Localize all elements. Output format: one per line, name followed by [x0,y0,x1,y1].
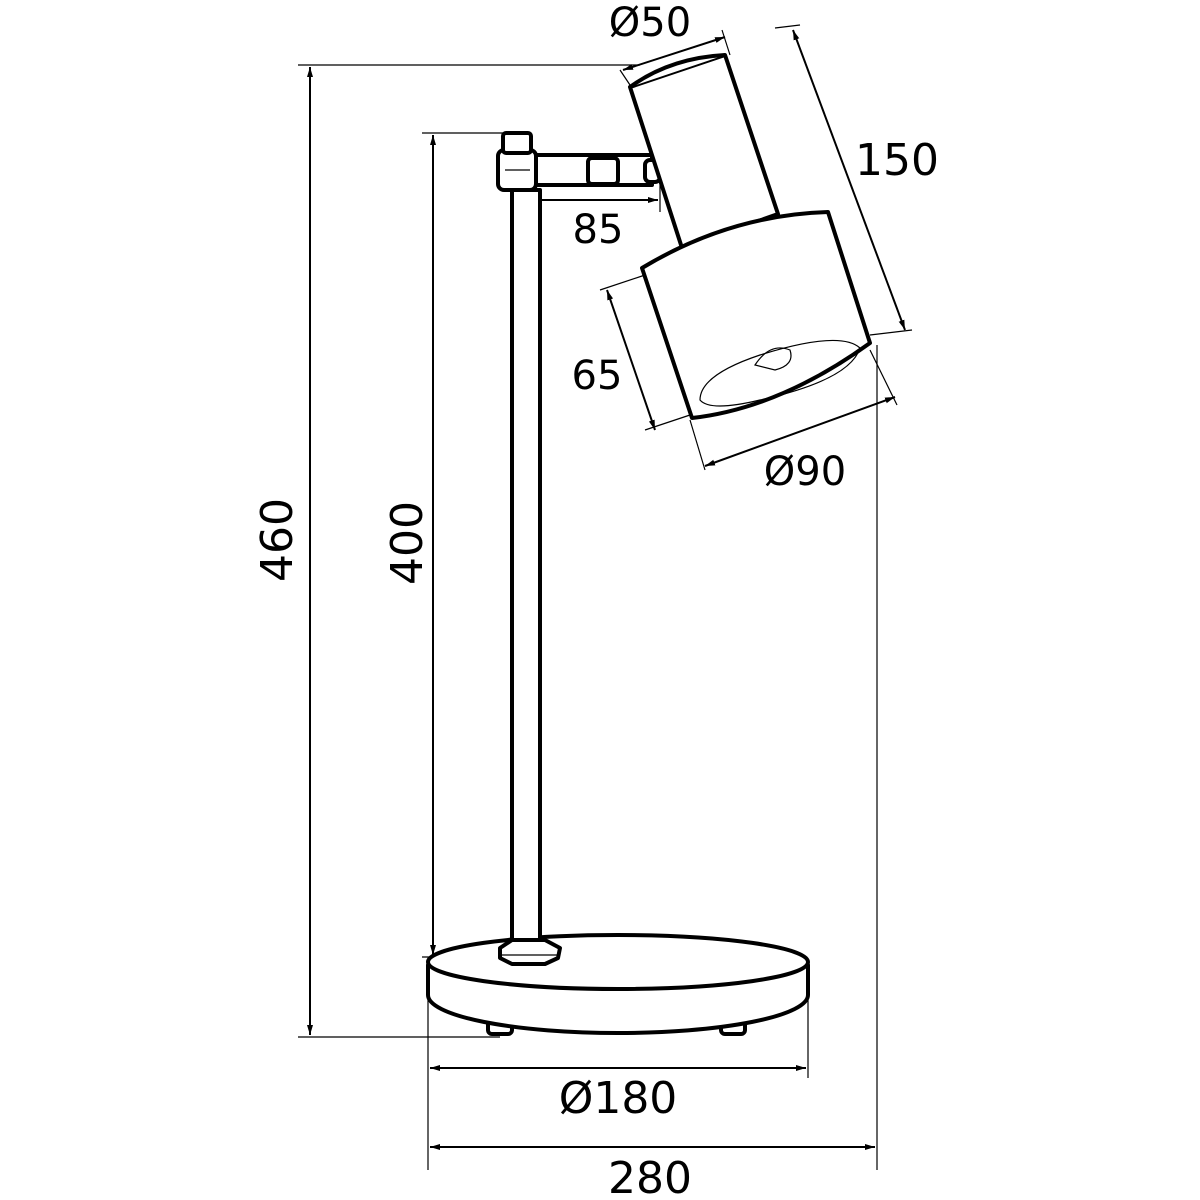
lamp-base [426,933,810,1036]
label-total-width: 280 [608,1153,692,1200]
label-shade-diameter: Ø90 [764,449,846,495]
label-pole-height: 400 [382,501,433,585]
pole-collar [498,938,562,966]
bulb [754,347,792,371]
label-shade-length: 150 [855,135,939,186]
lamp-arm [496,131,662,192]
label-shade-neck-diameter: Ø50 [609,0,691,46]
label-base-diameter: Ø180 [559,1073,678,1124]
label-total-height: 460 [252,498,303,582]
dimension-lines [307,29,906,1150]
lamp-pole [498,188,562,966]
label-arm-length: 85 [573,207,624,253]
extension-lines [298,24,913,1170]
lamp-shade [628,53,872,420]
label-shade-head-height: 65 [572,353,623,399]
